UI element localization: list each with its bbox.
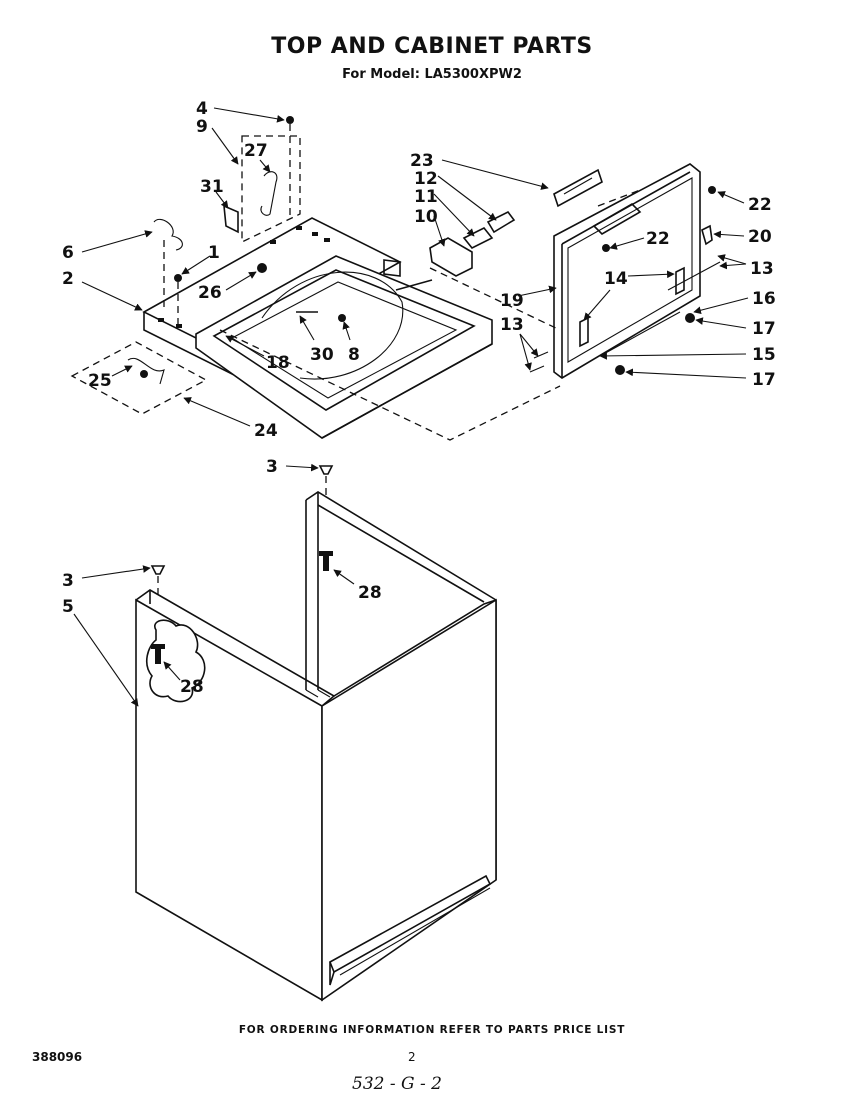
callout-13-left: 13 [500,315,524,335]
callout-17-lower: 17 [752,370,776,390]
callout-3-upper: 3 [266,457,278,477]
callout-31: 31 [200,177,224,197]
callout-10: 10 [414,207,438,227]
callout-14: 14 [604,269,628,289]
callout-20: 20 [748,227,772,247]
callout-28-upper: 28 [358,583,382,603]
callout-5: 5 [62,597,74,617]
callout-26: 26 [198,283,222,303]
callout-4: 4 [196,99,208,119]
page-title: TOP AND CABINET PARTS [271,34,593,59]
model-subtitle: For Model: LA5300XPW2 [342,67,522,82]
cabinet [135,465,497,1002]
callout-8: 8 [348,345,360,365]
document-number: 388096 [32,1050,83,1064]
ordering-footer: FOR ORDERING INFORMATION REFER TO PARTS … [238,1024,626,1036]
cabinet-top [142,217,493,439]
callout-17-upper: 17 [752,319,776,339]
callout-leaders [73,107,749,707]
callout-6: 6 [62,243,74,263]
callout-2: 2 [62,269,74,289]
callout-9: 9 [196,117,208,137]
handwritten-note: 532 - G - 2 [352,1074,442,1094]
callout-28-lower: 28 [180,677,204,697]
callout-24: 24 [254,421,278,441]
callout-15: 15 [752,345,776,365]
group-box-27 [241,135,301,244]
callout-23: 23 [410,151,434,171]
callout-30: 30 [310,345,334,365]
hinge-10 [429,237,473,277]
callout-25: 25 [88,371,112,391]
callout-12: 12 [414,169,438,189]
callout-13-right: 13 [750,259,774,279]
callout-3-lower: 3 [62,571,74,591]
callout-19: 19 [500,291,524,311]
lid [529,163,721,379]
callout-27: 27 [244,141,268,161]
callout-11: 11 [414,187,438,207]
callout-22-inner: 22 [646,229,670,249]
callout-22-right: 22 [748,195,772,215]
callout-labels: 4 9 27 31 6 1 2 26 30 8 18 25 24 23 12 1… [62,99,776,697]
callout-18: 18 [266,353,290,373]
callout-16: 16 [752,289,776,309]
page-number: 2 [408,1050,416,1064]
group-box-24 [70,341,208,415]
callout-1: 1 [208,243,220,263]
